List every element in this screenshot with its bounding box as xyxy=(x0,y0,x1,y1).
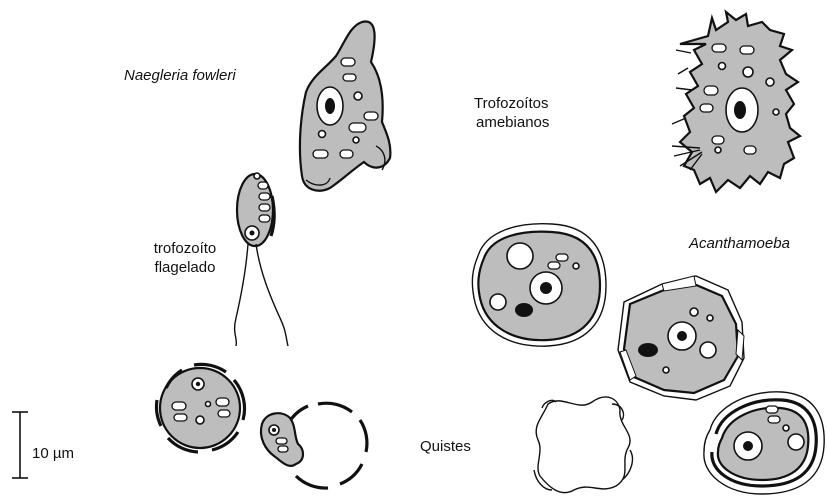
label-trofozoito-line1: trofozoíto xyxy=(140,239,230,258)
label-acanthamoeba: Acanthamoeba xyxy=(689,234,790,253)
label-trofozoitos-amebianos: Trofozoítos amebianos xyxy=(474,94,549,132)
naegleria-flagellate-trophozoite xyxy=(235,173,288,346)
acanthamoeba-cyst-polygonal xyxy=(618,276,744,400)
label-trofozoito-line2: flagelado xyxy=(140,258,230,277)
naegleria-amoeboid-trophozoite xyxy=(300,22,390,191)
acanthamoeba-cyst-double-wall xyxy=(704,392,824,494)
label-scale: 10 µm xyxy=(32,444,74,463)
acanthamoeba-trophozoite xyxy=(672,12,800,192)
label-quistes: Quistes xyxy=(420,437,471,456)
label-naegleria-fowleri: Naegleria fowleri xyxy=(124,66,236,85)
label-trofozoito-flagelado: trofozoíto flagelado xyxy=(140,239,230,277)
naegleria-cyst xyxy=(156,364,244,452)
scale-bar xyxy=(12,412,28,478)
label-trofozoitos-line2: amebianos xyxy=(476,113,549,132)
acanthamoeba-empty-cyst xyxy=(534,397,632,493)
acanthamoeba-cyst-rounded xyxy=(472,224,606,346)
label-trofozoitos-line1: Trofozoítos xyxy=(474,94,549,113)
naegleria-excysting-cyst xyxy=(261,399,370,491)
